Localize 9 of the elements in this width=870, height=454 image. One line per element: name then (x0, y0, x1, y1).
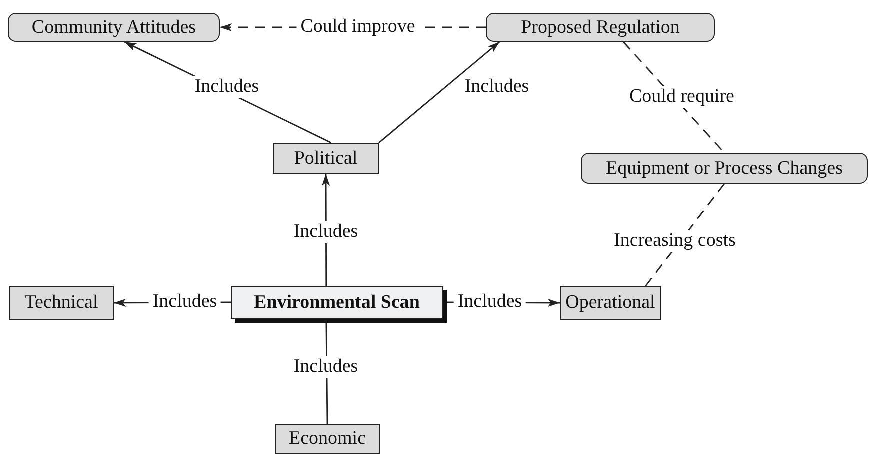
concept-box: Community Attitudes (8, 13, 220, 42)
concept-box: Proposed Regulation (486, 13, 715, 42)
edge-label: Could improve (296, 16, 420, 38)
concept-box: Equipment or Process Changes (581, 153, 868, 184)
concept-box: Economic (275, 424, 380, 454)
arrow (378, 41, 500, 144)
concept-box: Operational (560, 286, 661, 320)
concept-box: Technical (9, 286, 114, 320)
concept-box: Political (273, 143, 379, 174)
